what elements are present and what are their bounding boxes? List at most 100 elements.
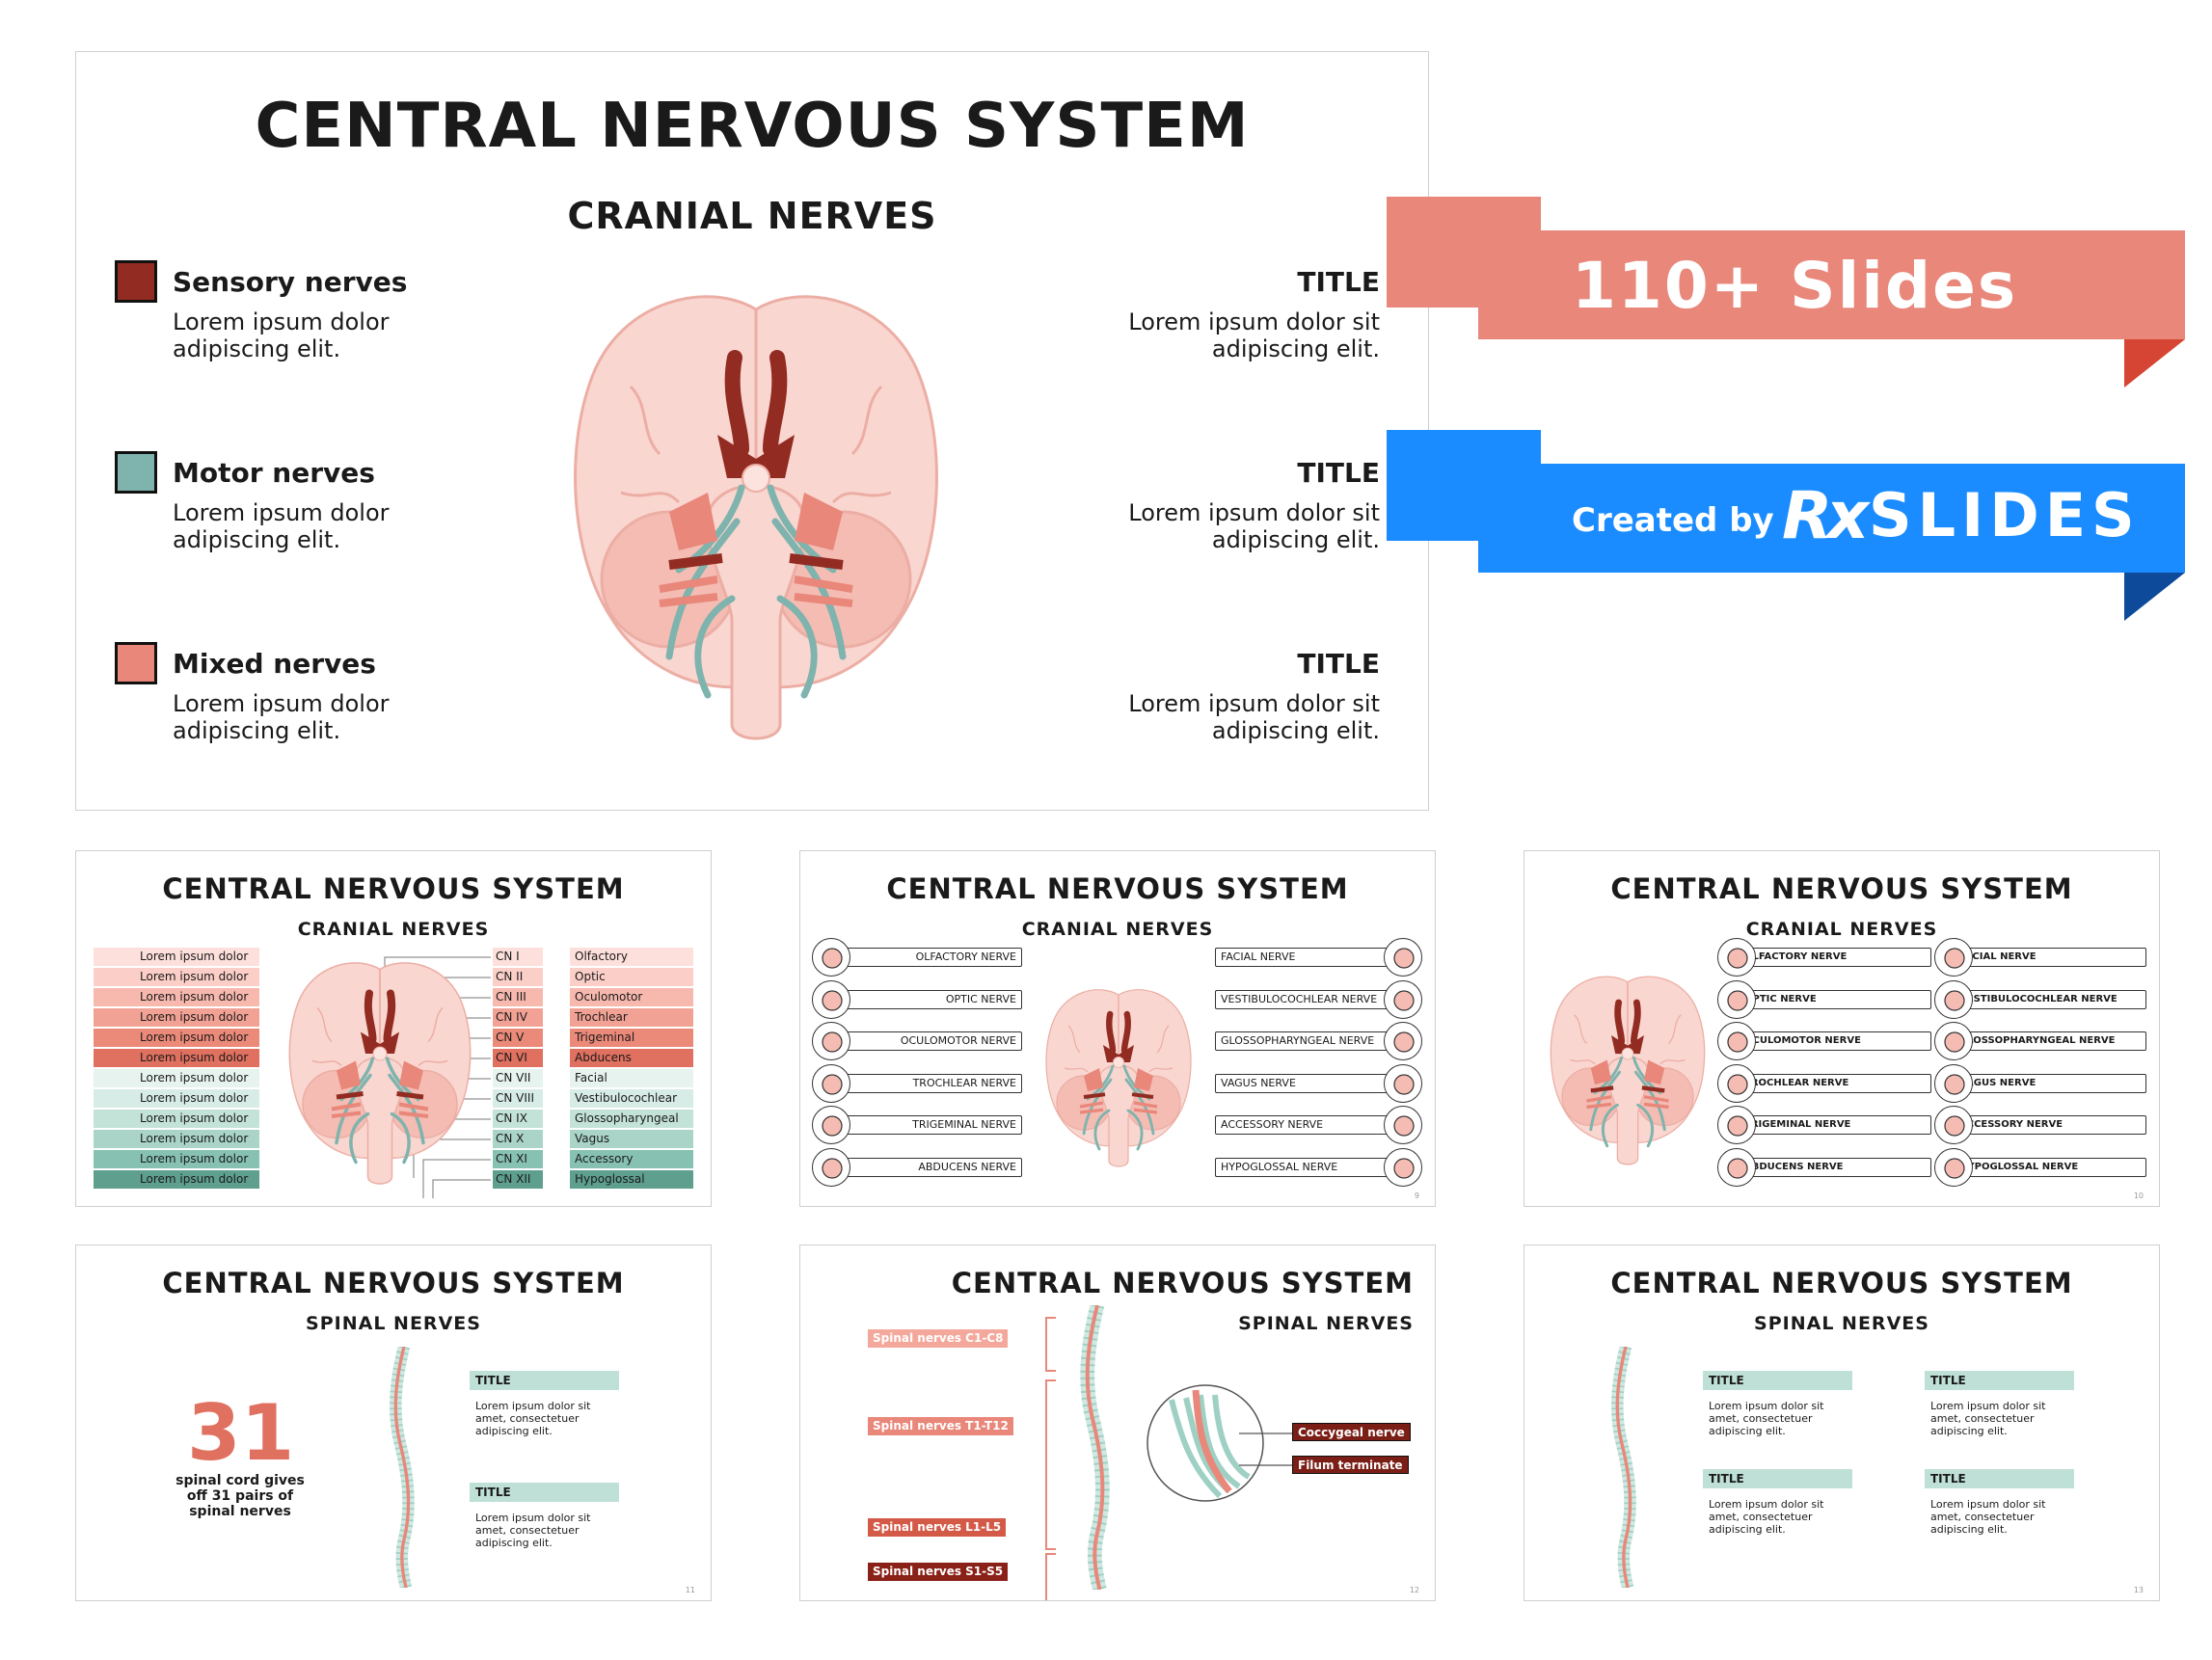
table-row-cn: CN I: [493, 948, 543, 966]
slide-spinal-regions[interactable]: CENTRAL NERVOUS SYSTEM SPINAL NERVES Spi…: [799, 1245, 1436, 1601]
table-row-lorem: Lorem ipsum dolor: [94, 1170, 259, 1189]
table-row-cn: CN V: [493, 1029, 543, 1047]
nerve-organ-icon: [812, 979, 850, 1019]
table-row-lorem: Lorem ipsum dolor: [94, 968, 259, 986]
caption-line: spinal nerves: [189, 1504, 291, 1519]
table-row-cn: CN IX: [493, 1110, 543, 1128]
slides-count-banner: 110+ Slides: [1387, 197, 2187, 389]
block-title: TITLE: [1925, 1469, 2074, 1488]
table-row-name: Trochlear: [570, 1008, 693, 1027]
legend-desc: adipiscing elit.: [173, 526, 341, 553]
block-line: amet, consectetuer: [475, 1412, 580, 1425]
block-line: adipiscing elit.: [475, 1425, 553, 1437]
nerve-label-box: OLFACTORY NERVE: [1739, 948, 1931, 967]
table-row-name: Optic: [570, 968, 693, 986]
table-row-lorem: Lorem ipsum dolor: [94, 1130, 259, 1148]
created-by-banner: Created by Rx SLIDES: [1387, 430, 2187, 623]
legend-desc: Lorem ipsum dolor: [173, 308, 390, 335]
slide-title: CENTRAL NERVOUS SYSTEM: [886, 872, 1349, 905]
right-title: TITLE: [1297, 648, 1380, 680]
legend-label: Mixed nerves: [173, 648, 376, 680]
nerve-organ-icon: [1384, 1147, 1422, 1187]
block-line: adipiscing elit.: [1709, 1523, 1786, 1536]
right-desc: adipiscing elit.: [1211, 335, 1380, 362]
big-caption: spinal cord gives off 31 pairs of spinal…: [163, 1473, 317, 1519]
nerve-label-box: HYPOGLOSSAL NERVE: [1954, 1157, 2146, 1177]
right-desc: Lorem ipsum dolor sit: [1128, 499, 1380, 526]
region-tag: Spinal nerves L1-L5: [868, 1518, 1007, 1537]
nerve-organ-icon: [1384, 1022, 1422, 1060]
spine-illustration: [365, 1347, 443, 1588]
nerve-label-box: TROCHLEAR NERVE: [1739, 1073, 1931, 1093]
slide-title: CENTRAL NERVOUS SYSTEM: [162, 1267, 625, 1299]
nerve-organ-icon: [1717, 979, 1756, 1019]
table-row-lorem: Lorem ipsum dolor: [94, 1150, 259, 1168]
table-row-lorem: Lorem ipsum dolor: [94, 1069, 259, 1087]
callout-label: Filum terminate: [1292, 1456, 1409, 1474]
nerve-organ-icon: [1384, 1063, 1422, 1103]
table-row-cn: CN XII: [493, 1170, 543, 1189]
page-number: 11: [685, 1586, 695, 1594]
block-line: amet, consectetuer: [1930, 1412, 2035, 1425]
main-slide[interactable]: CENTRAL NERVOUS SYSTEM CRANIAL NERVES Se…: [75, 51, 1429, 811]
legend-swatch-sensory: [115, 260, 157, 303]
legend-desc: adipiscing elit.: [173, 717, 341, 744]
nerve-label-box: FACIAL NERVE: [1954, 948, 2146, 967]
table-row-name: Vagus: [570, 1130, 693, 1148]
slide-subtitle: CRANIAL NERVES: [297, 919, 490, 940]
spine-illustration: [1059, 1305, 1136, 1590]
table-row-lorem: Lorem ipsum dolor: [94, 988, 259, 1006]
table-row-cn: CN VI: [493, 1049, 543, 1067]
main-title: CENTRAL NERVOUS SYSTEM: [255, 91, 1250, 162]
nerve-organ-icon: [812, 1106, 850, 1144]
legend-swatch-mixed: [115, 642, 157, 684]
block-text: Lorem ipsum dolor sit amet, consectetuer…: [475, 1512, 591, 1549]
right-desc: Lorem ipsum dolor sit: [1128, 308, 1380, 335]
table-row-lorem: Lorem ipsum dolor: [94, 1049, 259, 1067]
region-tag: Spinal nerves C1-C8: [868, 1329, 1009, 1348]
table-row-cn: CN X: [493, 1130, 543, 1148]
nerve-label-box: OLFACTORY NERVE: [839, 948, 1022, 967]
block-title: TITLE: [1703, 1371, 1852, 1390]
table-row-name: Facial: [570, 1069, 693, 1087]
ribbon-red-shape: [1387, 197, 2185, 388]
slide-cranial-boxes-2[interactable]: CENTRAL NERVOUS SYSTEM CRANIAL NERVES OL…: [1524, 850, 2160, 1207]
nerve-label-box: GLOSSOPHARYNGEAL NERVE: [1215, 1031, 1398, 1051]
slide-cranial-boxes[interactable]: CENTRAL NERVOUS SYSTEM CRANIAL NERVES OL…: [799, 850, 1436, 1207]
table-row-cn: CN III: [493, 988, 543, 1006]
nerve-label-box: ACCESSORY NERVE: [1215, 1115, 1398, 1135]
slide-subtitle: SPINAL NERVES: [306, 1313, 481, 1334]
nerve-label-box: VESTIBULOCOCHLEAR NERVE: [1954, 989, 2146, 1009]
brain-illustration: [283, 948, 476, 1193]
table-row-cn: CN VII: [493, 1069, 543, 1087]
nerve-label-box: OPTIC NERVE: [839, 989, 1022, 1009]
table-row-name: Abducens: [570, 1049, 693, 1067]
table-row-name: Trigeminal: [570, 1029, 693, 1047]
slides-count-text: 110+ Slides: [1572, 249, 2018, 323]
block-line: adipiscing elit.: [1709, 1425, 1786, 1437]
bracket-lines: [1045, 1317, 1056, 1600]
slide-subtitle: CRANIAL NERVES: [1021, 919, 1214, 940]
block-line: Lorem ipsum dolor sit: [1930, 1400, 2046, 1412]
block-line: adipiscing elit.: [1930, 1425, 2008, 1437]
table-row-name: Olfactory: [570, 948, 693, 966]
slide-cranial-table[interactable]: CENTRAL NERVOUS SYSTEM CRANIAL NERVES Lo…: [75, 850, 712, 1207]
nerve-label-box: VAGUS NERVE: [1954, 1073, 2146, 1093]
caption-line: off 31 pairs of: [186, 1488, 294, 1504]
slide-spinal-blocks[interactable]: CENTRAL NERVOUS SYSTEM SPINAL NERVES TIT…: [1524, 1245, 2160, 1601]
nerve-label-box: OCULOMOTOR NERVE: [839, 1031, 1022, 1051]
slide-title: CENTRAL NERVOUS SYSTEM: [162, 872, 625, 905]
nerve-organ-icon: [1934, 938, 1973, 977]
nerve-label-box: ABDUCENS NERVE: [1739, 1157, 1931, 1177]
nerve-label-box: OPTIC NERVE: [1739, 989, 1931, 1009]
nerve-label-box: GLOSSOPHARYNGEAL NERVE: [1954, 1031, 2146, 1051]
table-row-cn: CN IV: [493, 1008, 543, 1027]
block-line: amet, consectetuer: [475, 1524, 580, 1537]
slide-spinal-31[interactable]: CENTRAL NERVOUS SYSTEM SPINAL NERVES 31 …: [75, 1245, 712, 1601]
block-line: adipiscing elit.: [1930, 1523, 2008, 1536]
nerve-organ-icon: [1934, 1022, 1973, 1060]
nerve-organ-icon: [1384, 979, 1422, 1019]
